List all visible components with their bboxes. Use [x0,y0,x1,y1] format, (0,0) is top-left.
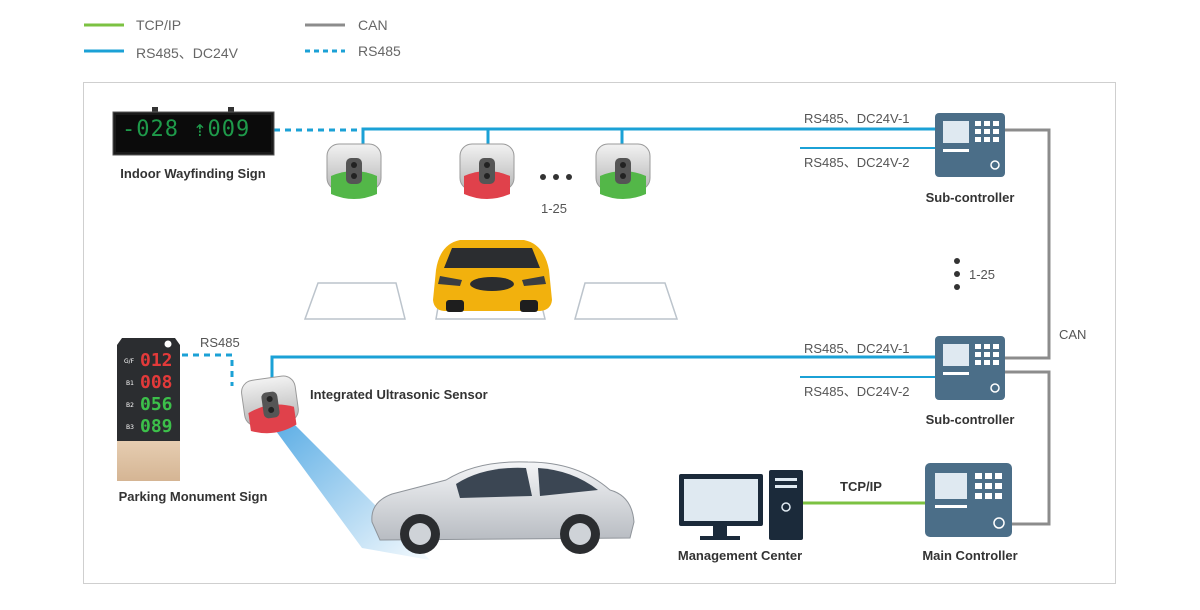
bottom-bus-label-1: RS485、DC24V-1 [804,341,910,356]
parking-monument-sign-label: Parking Monument Sign [118,489,268,504]
monument-floor-tag: B1 [126,380,134,387]
ellipsis-dots-vertical [954,258,960,290]
yellow-car [433,240,552,312]
bottom-bus-label-2: RS485、DC24V-2 [804,384,910,399]
legend-label-can: CAN [358,17,388,33]
ceiling-sensor-3 [595,143,651,199]
integrated-ultrasonic-sensor-label: Integrated Ultrasonic Sensor [310,387,488,402]
subcontroller-range-label: 1-25 [969,267,996,282]
wayfinding-display-text: -028 ⇡009 [122,117,251,142]
monument-floor-tag: G/F [124,358,135,365]
legend-label-rs485-dc24v: RS485、DC24V [136,45,238,61]
ceiling-sensor-2 [459,143,515,199]
links [182,127,1051,526]
silver-sedan [371,461,635,554]
top-bus-label-2: RS485、DC24V-2 [804,155,910,170]
sub-controller-top-device [935,113,1005,177]
bottom-bus-line-1 [270,355,935,378]
diagram-frame [83,82,1116,584]
indoor-wayfinding-sign [112,107,275,156]
indoor-wayfinding-sign-label: Indoor Wayfinding Sign [120,166,266,181]
legend-label-tcp: TCP/IP [136,17,182,33]
top-bus-line-1 [361,127,935,148]
top-bus-label-1: RS485、DC24V-1 [804,111,910,126]
management-center-device [679,470,803,540]
sub-controller-top-label: Sub-controller [925,190,1015,205]
main-controller-label: Main Controller [922,548,1018,563]
ellipsis-dots-horizontal [540,174,572,180]
management-center-label: Management Center [677,548,803,563]
legend-lines [84,23,345,53]
main-controller-device [925,463,1012,537]
monument-rs485-label: RS485 [200,335,240,350]
monument-floor-value: 056 [140,394,173,415]
can-label: CAN [1059,327,1087,342]
monument-floor-value: 012 [140,350,173,371]
sub-controller-bottom-label: Sub-controller [925,412,1015,427]
legend-label-rs485: RS485 [358,43,401,59]
tcp-link-label: TCP/IP [840,479,882,494]
can-link-bottom [1005,370,1051,526]
parking-monument-device [117,338,180,481]
can-link-top [1005,128,1051,360]
sub-controller-bottom-device [935,336,1005,400]
sensor-range-label: 1-25 [541,201,568,216]
monument-floor-value: 089 [140,416,173,437]
monument-floor-tag: B3 [126,424,134,431]
monument-rs485-link [182,353,234,386]
monument-floor-tag: B2 [126,402,134,409]
ceiling-sensor-1 [326,143,382,199]
monument-floor-value: 008 [140,372,173,393]
